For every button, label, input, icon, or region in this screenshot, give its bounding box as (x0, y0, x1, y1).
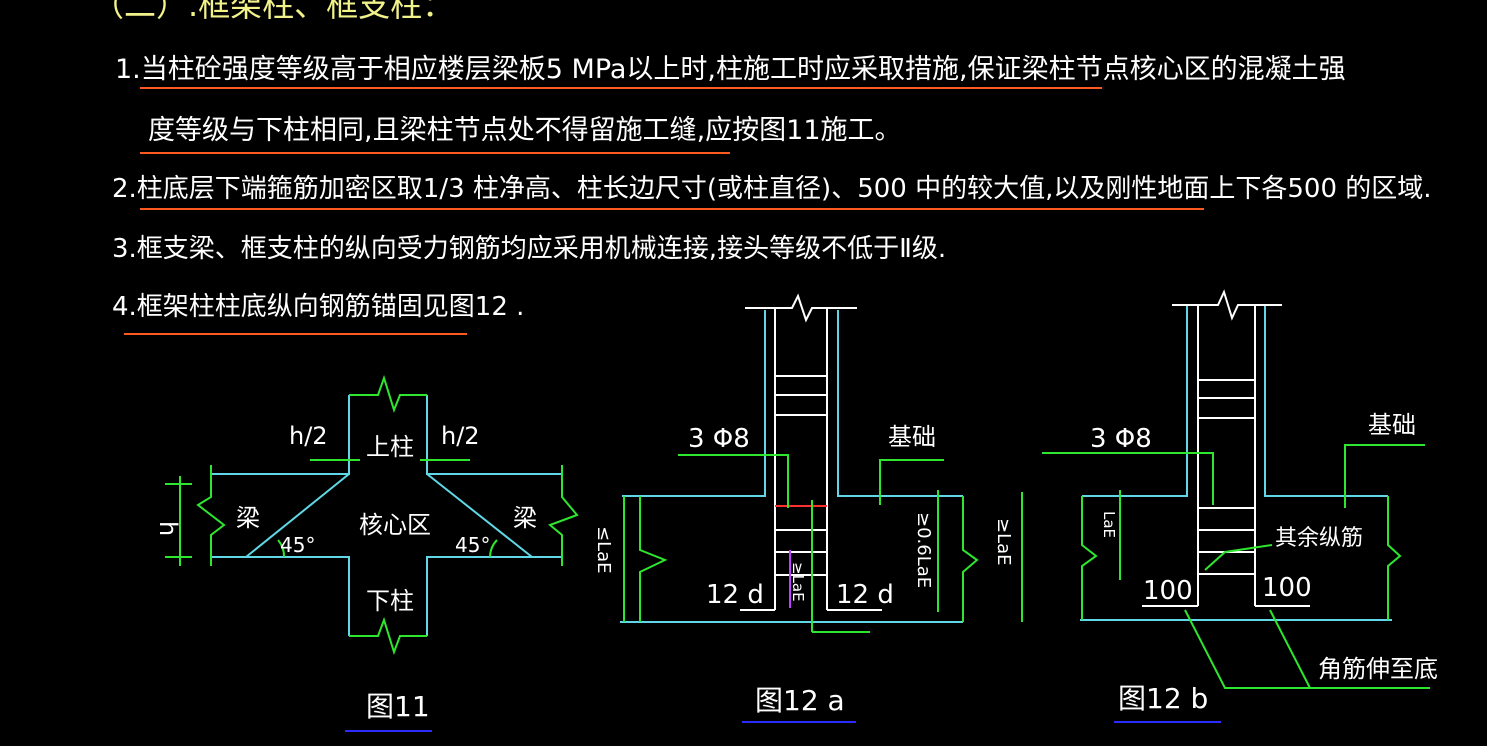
fig12b-other-bars: 其余纵筋 (1275, 526, 1363, 551)
fig12b-length-right: 100 (1262, 573, 1312, 603)
fig11-beam-right: 梁 (513, 504, 537, 532)
fig12b-length-left: 100 (1143, 576, 1193, 606)
fig12a-caption: 图12 a (755, 684, 845, 717)
fig12a-left-dim: ≤LaE (593, 526, 614, 574)
fig11-core-zone: 核心区 (359, 511, 431, 539)
fig12b-stirrup-label: 3 Φ8 (1090, 424, 1152, 454)
section-title: （二）.框架柱、框支柱： (92, 0, 455, 24)
note-1-line-2: 度等级与下柱相同,且梁柱节点处不得留施工缝,应按图11施工。 (148, 115, 902, 146)
fig12a-hook-right: 12 d (836, 580, 894, 610)
note-4-underline (124, 333, 467, 335)
note-1-underline-2 (140, 152, 730, 154)
fig12a-hook-left: 12 d (706, 580, 764, 610)
fig12b-corner-bars: 角筋伸至底 (1318, 655, 1438, 683)
fig11-beam-left: 梁 (236, 504, 260, 532)
fig11-lower-column: 下柱 (366, 587, 414, 615)
fig11-h-half-left: h/2 (289, 422, 328, 450)
fig11-h-half-right: h/2 (441, 422, 480, 450)
fig11-h: h (154, 521, 182, 536)
fig11-angle-left: 45° (280, 533, 315, 557)
fig12b-inner-dim: LaE (1100, 511, 1118, 538)
fig12a-stirrup-label: 3 Φ8 (688, 424, 750, 454)
fig12a-right-dim: ≥0.6LaE (913, 512, 934, 588)
fig12b-foundation-label: 基础 (1368, 411, 1416, 439)
fig11-caption: 图11 (366, 690, 430, 723)
note-3: 3.框支梁、框支柱的纵向受力钢筋均应采用机械连接,接头等级不低于Ⅱ级. (112, 234, 947, 264)
note-2-underline (140, 208, 1204, 210)
note-4: 4.框架柱柱底纵向钢筋锚固见图12 . (112, 292, 525, 322)
note-2: 2.柱底层下端箍筋加密区取1/3 柱净高、柱长边尺寸(或柱直径)、500 中的较… (112, 174, 1432, 204)
figure-12a (620, 293, 979, 633)
figure-12b (1021, 289, 1430, 689)
figure-11 (165, 374, 579, 656)
fig12a-inner-dim: ≥LaE (789, 562, 807, 602)
note-1-line-1: 1.当柱砼强度等级高于相应楼层梁板5 MPa以上时,柱施工时应采取措施,保证梁柱… (115, 54, 1346, 85)
fig11-angle-right: 45° (455, 533, 490, 557)
fig12b-caption: 图12 b (1118, 682, 1208, 715)
fig12b-left-dim: ≥LaE (993, 518, 1014, 566)
fig12a-foundation-label: 基础 (888, 423, 936, 451)
note-1-underline-1 (140, 87, 1102, 89)
fig11-upper-column: 上柱 (366, 433, 414, 461)
